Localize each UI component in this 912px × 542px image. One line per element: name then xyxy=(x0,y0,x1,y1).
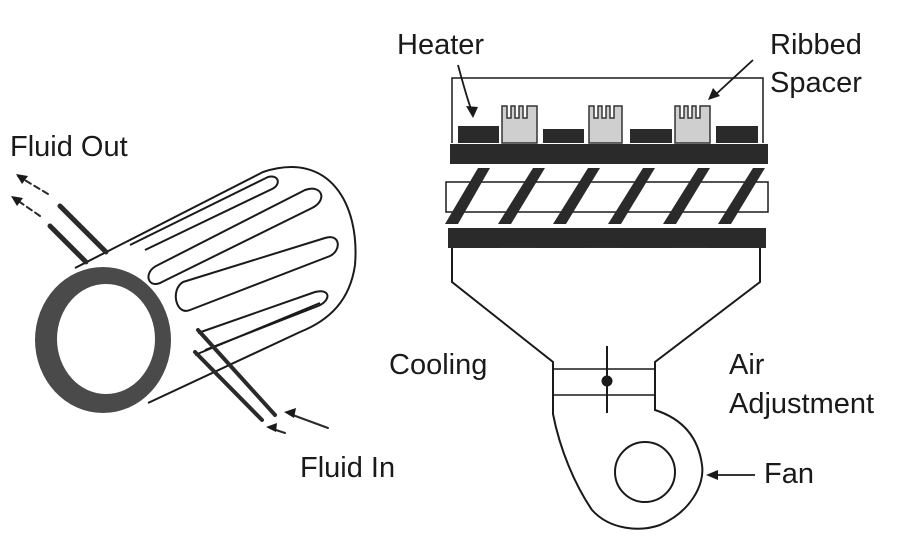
fan-rotor xyxy=(614,441,676,503)
top-heater-bands xyxy=(458,126,758,143)
heater-arrowhead xyxy=(466,106,478,118)
barrel-wall-bottom xyxy=(448,228,766,248)
spacer-arrowhead xyxy=(708,88,720,100)
label-air-adjustment-line1: Air xyxy=(729,349,765,381)
cooling-coil xyxy=(129,175,339,356)
screw-shaft xyxy=(445,181,769,213)
air-adjustment-damper xyxy=(553,346,655,413)
fluid-out-arrowhead-2 xyxy=(11,196,23,206)
barrel-wall-top xyxy=(450,144,768,164)
label-fluid-in: Fluid In xyxy=(300,452,395,484)
top-ribbed-spacers xyxy=(501,105,711,144)
fluid-in-arrowhead-2 xyxy=(266,423,277,432)
heated-barrel-section xyxy=(445,59,769,530)
cooled-barrel-figure xyxy=(11,166,357,434)
label-ribbed-spacer-line1: Ribbed xyxy=(770,29,862,61)
label-fluid-out: Fluid Out xyxy=(10,131,128,163)
label-heater: Heater xyxy=(397,29,484,61)
barrel-bore xyxy=(57,284,155,394)
label-ribbed-spacer-line2: Spacer xyxy=(770,67,862,99)
label-cooling: Cooling xyxy=(389,349,487,381)
fluid-in-pipes xyxy=(193,328,329,434)
fluid-out-pipes xyxy=(13,175,109,265)
label-fan: Fan xyxy=(764,458,814,490)
screw-flights xyxy=(445,168,765,224)
fluid-out-arrowhead-1 xyxy=(16,174,28,184)
heater-enclosure-top xyxy=(451,77,764,143)
fan-arrowhead xyxy=(706,470,718,480)
label-air-adjustment-line2: Adjustment xyxy=(729,388,874,420)
fluid-in-arrowhead-1 xyxy=(284,408,296,418)
cylinder-body xyxy=(74,166,357,404)
